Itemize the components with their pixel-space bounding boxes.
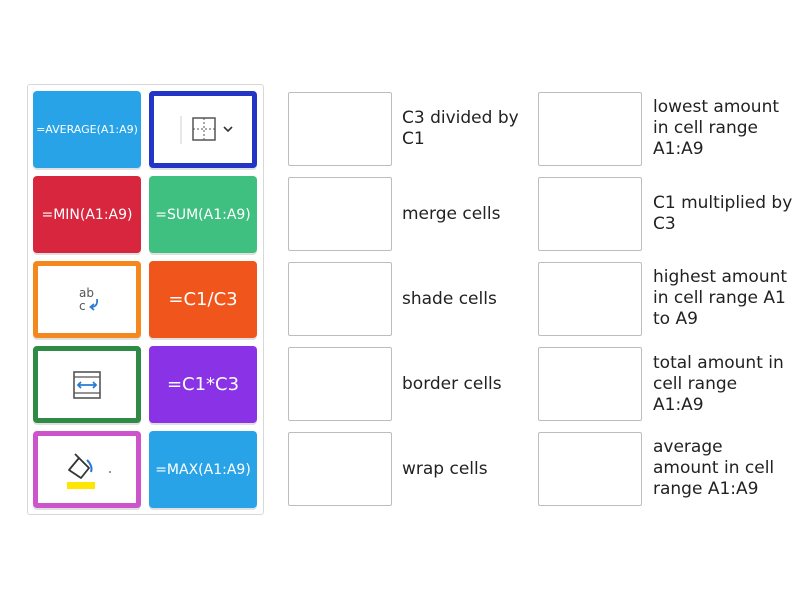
wrap-text-icon: ab c (79, 286, 99, 313)
merge-cells-icon (73, 370, 101, 399)
match-label-text: C1 multiplied by C3 (653, 193, 793, 234)
drop-slot-col1-3[interactable] (288, 262, 392, 336)
match-label-text: border cells (402, 373, 502, 394)
tile-sum-text: =SUM(A1:A9) (155, 206, 251, 223)
svg-text:ab: ab (79, 286, 94, 300)
match-label-text: lowest amount in cell range A1:A9 (653, 96, 780, 159)
match-label-text: total amount in cell range A1:A9 (653, 352, 784, 415)
drop-slot-col1-1[interactable] (288, 92, 392, 166)
tile-min-text: =MIN(A1:A9) (41, 206, 133, 223)
tile-merge-icon[interactable] (33, 346, 141, 423)
tile-wrap-icon[interactable]: ab c (33, 261, 141, 338)
match-label-text: shade cells (402, 288, 497, 309)
drop-slot-col2-4[interactable] (538, 347, 642, 421)
tile-border-icon[interactable] (149, 91, 257, 168)
drop-slot-col2-5[interactable] (538, 432, 642, 506)
tile-multiply-text: =C1*C3 (166, 374, 240, 395)
match-label-text: merge cells (402, 203, 501, 224)
svg-text:c: c (79, 299, 86, 313)
drop-slot-col1-5[interactable] (288, 432, 392, 506)
tile-divide-formula[interactable]: =C1/C3 (149, 261, 257, 338)
fill-color-icon (67, 452, 111, 489)
match-label: lowest amount in cell range A1:A9 (653, 86, 793, 170)
match-label-text: C3 divided by C1 (402, 108, 519, 149)
match-label: shade cells (402, 262, 528, 336)
match-label: total amount in cell range A1:A9 (653, 347, 793, 421)
tile-divide-text: =C1/C3 (168, 289, 238, 310)
tile-fill-icon[interactable] (33, 431, 141, 508)
match-label: highest amount in cell range A1 to A9 (653, 256, 793, 340)
drop-slot-col2-3[interactable] (538, 262, 642, 336)
match-label: C3 divided by C1 (402, 92, 528, 166)
tile-sum-formula[interactable]: =SUM(A1:A9) (149, 176, 257, 253)
match-label-text: wrap cells (402, 458, 488, 479)
tile-max-formula[interactable]: =MAX(A1:A9) (149, 431, 257, 508)
match-label: border cells (402, 347, 528, 421)
match-label-text: average amount in cell range A1:A9 (653, 436, 775, 499)
match-label: average amount in cell range A1:A9 (653, 426, 793, 510)
drop-slot-col1-2[interactable] (288, 177, 392, 251)
match-label: merge cells (402, 177, 528, 251)
drop-slot-col1-4[interactable] (288, 347, 392, 421)
tile-average-text: =AVERAGE(A1:A9) (36, 123, 138, 136)
match-label: wrap cells (402, 432, 528, 506)
match-label-text: highest amount in cell range A1 to A9 (653, 266, 788, 329)
tile-average-formula[interactable]: =AVERAGE(A1:A9) (33, 91, 141, 168)
match-label: C1 multiplied by C3 (653, 177, 793, 251)
drop-slot-col2-1[interactable] (538, 92, 642, 166)
drop-slot-col2-2[interactable] (538, 177, 642, 251)
border-dropdown-icon (180, 115, 233, 144)
tile-multiply-formula[interactable]: =C1*C3 (149, 346, 257, 423)
tile-min-formula[interactable]: =MIN(A1:A9) (33, 176, 141, 253)
tile-max-text: =MAX(A1:A9) (155, 461, 251, 478)
